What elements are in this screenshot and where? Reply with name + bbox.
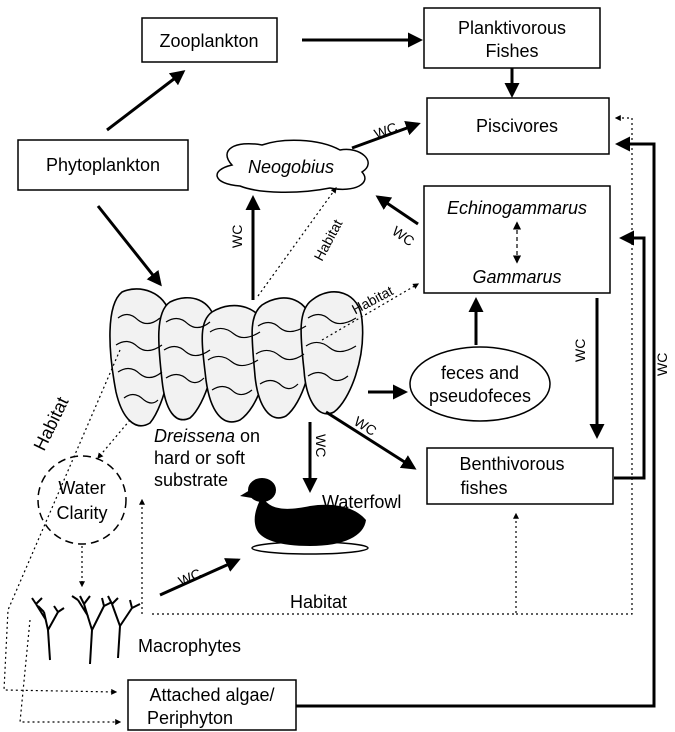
- habitat-label-bottom: Habitat: [290, 592, 347, 612]
- algae-label-line2: Periphyton: [147, 708, 233, 728]
- dreissena-label-line1: Dreissena on: [154, 426, 260, 446]
- dreissena-label-line2: hard or soft: [154, 448, 245, 468]
- benthivorous-label-line2: fishes: [460, 478, 507, 498]
- wc-label-gamm-neo: WC: [389, 223, 417, 249]
- water-clarity-node: Water Clarity: [38, 456, 126, 544]
- planktivorous-fishes-node: Planktivorous Fishes: [424, 8, 600, 68]
- feces-label-line2: pseudofeces: [429, 386, 531, 406]
- planktivorous-label-line2: Fishes: [485, 41, 538, 61]
- wc-label-dreis-neo: WC: [229, 225, 245, 248]
- zooplankton-label: Zooplankton: [159, 31, 258, 51]
- wc-label-dreis-fowl: WC: [313, 434, 329, 457]
- phytoplankton-label: Phytoplankton: [46, 155, 160, 175]
- benthivorous-label-line1: Benthivorous: [459, 454, 564, 474]
- wc-label-macro-fowl: WC: [176, 565, 204, 589]
- habitat-label-gamm: Habitat: [349, 282, 396, 317]
- piscivores-label: Piscivores: [476, 116, 558, 136]
- waterfowl-illustration: [240, 478, 368, 554]
- edge-phyto-zoo: [107, 72, 183, 130]
- neogobius-label: Neogobius: [248, 157, 334, 177]
- wc-label-neo-pisc: WC: [372, 119, 399, 142]
- waterfowl-label: Waterfowl: [322, 492, 401, 512]
- dreissena-label: Dreissena on hard or soft substrate: [154, 426, 260, 490]
- feces-node: feces and pseudofeces: [410, 347, 550, 421]
- wc-label-dreis-benth: WC: [351, 413, 379, 439]
- algae-label-line1: Attached algae/: [149, 685, 274, 705]
- water-clarity-label-line2: Clarity: [56, 503, 107, 523]
- edge-dreis-clarity: [98, 420, 130, 458]
- edge-gamm-neo: [378, 197, 418, 224]
- planktivorous-label-line1: Planktivorous: [458, 18, 566, 38]
- macrophytes-illustration: [32, 596, 140, 664]
- feces-label-line1: feces and: [441, 363, 519, 383]
- gammarid-node: Echinogammarus Gammarus: [424, 186, 610, 293]
- edge-habitat-algae-2: [20, 620, 120, 722]
- edge-phyto-dreis: [98, 206, 160, 284]
- dreissena-genus: Dreissena: [154, 426, 235, 446]
- dreissena-mussels-illustration: [110, 289, 363, 426]
- wc-label-gamm-benth: WC: [572, 339, 588, 362]
- habitat-label-neo: Habitat: [311, 217, 346, 264]
- zooplankton-node: Zooplankton: [142, 18, 277, 62]
- edge-benth-echino: [614, 238, 644, 478]
- phytoplankton-node: Phytoplankton: [18, 140, 188, 190]
- echinogammarus-label: Echinogammarus: [447, 198, 587, 218]
- water-clarity-label-line1: Water: [58, 478, 105, 498]
- algae-periphyton-node: Attached algae/ Periphyton: [128, 680, 296, 730]
- wc-label-benth-echino: WC: [654, 353, 670, 376]
- neogobius-node: Neogobius: [217, 140, 368, 192]
- gammarus-label: Gammarus: [472, 267, 561, 287]
- macrophytes-label: Macrophytes: [138, 636, 241, 656]
- dreissena-label-line3: substrate: [154, 470, 228, 490]
- dreissena-on: on: [235, 426, 260, 446]
- habitat-label-left: Habitat: [30, 394, 73, 454]
- benthivorous-fishes-node: Benthivorous fishes: [427, 448, 613, 504]
- piscivores-node: Piscivores: [427, 98, 609, 154]
